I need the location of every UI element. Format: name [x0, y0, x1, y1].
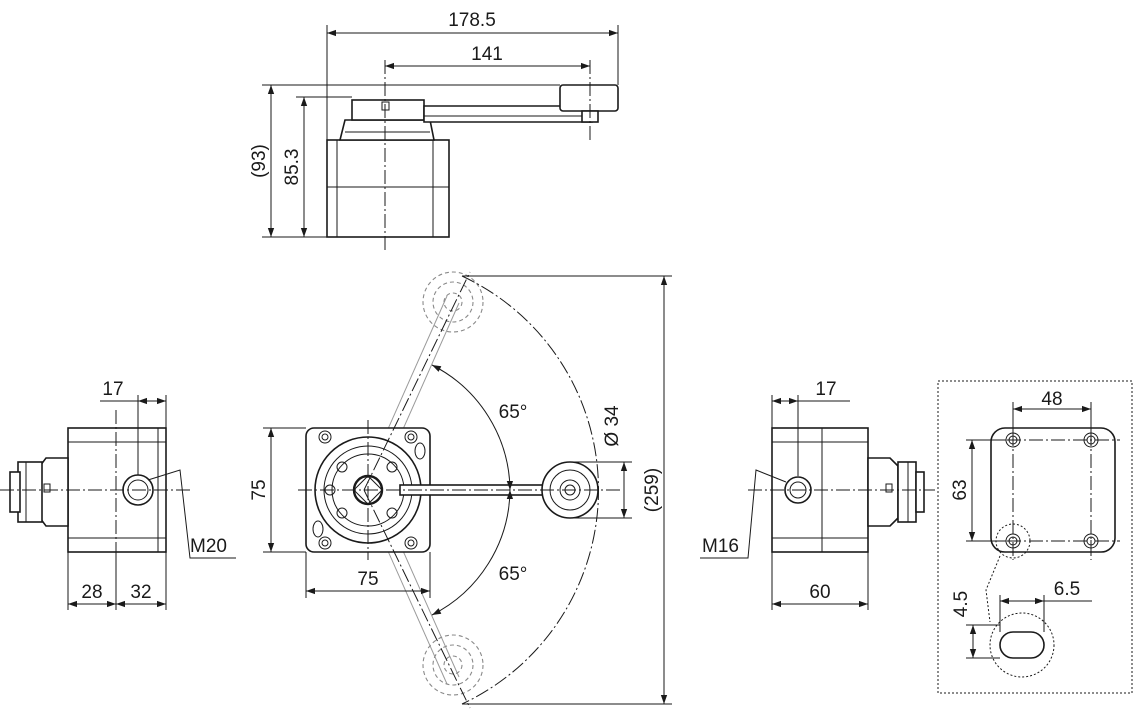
dim-left-base-b: 32: [130, 582, 151, 603]
front-view: 65° 65° 75 75 Ø 34 (259): [249, 271, 672, 709]
mounting-detail: 48 63 4.5 6.5: [937, 380, 1133, 694]
top-view: 178.5 141 (93) 85.3: [249, 10, 619, 250]
top-view-housing: [326, 139, 450, 238]
dim-left-base-a: 28: [81, 582, 102, 603]
left-view: 17 M20 28 32: [0, 379, 236, 610]
dim-right-conduit-offset: 17: [815, 379, 836, 400]
detail-frame: [937, 380, 1133, 694]
label-left-conduit-thread: M20: [190, 536, 227, 557]
dim-left-conduit-offset: 17: [102, 379, 123, 400]
detail-housing-outline: [990, 427, 1116, 553]
dim-overall-height: (93): [249, 144, 270, 178]
dim-front-height: 75: [249, 479, 270, 500]
dim-slot-height: 4.5: [951, 591, 972, 617]
dim-hole-spacing-y: 63: [950, 479, 971, 500]
detail-mounting-slot: [999, 631, 1045, 659]
label-right-conduit-thread: M16: [702, 536, 739, 557]
dim-arm-length: 141: [471, 44, 503, 65]
angle-lower: 65°: [499, 564, 528, 585]
dim-overall-reach: 178.5: [448, 10, 496, 31]
dim-hole-spacing-x: 48: [1041, 389, 1062, 410]
top-view-roller: [559, 84, 619, 112]
right-view: 17 M16 60: [700, 379, 935, 610]
dim-front-width: 75: [357, 569, 378, 590]
angle-upper: 65°: [499, 402, 528, 423]
dim-slot-width: 6.5: [1054, 579, 1080, 600]
swing-arc: [461, 275, 600, 705]
dim-right-depth: 60: [809, 582, 830, 603]
dim-swing-span: (259): [642, 468, 663, 512]
top-view-head: [338, 119, 435, 141]
dim-body-height: 85.3: [282, 149, 303, 186]
dim-roller-diameter: Ø 34: [602, 405, 623, 447]
